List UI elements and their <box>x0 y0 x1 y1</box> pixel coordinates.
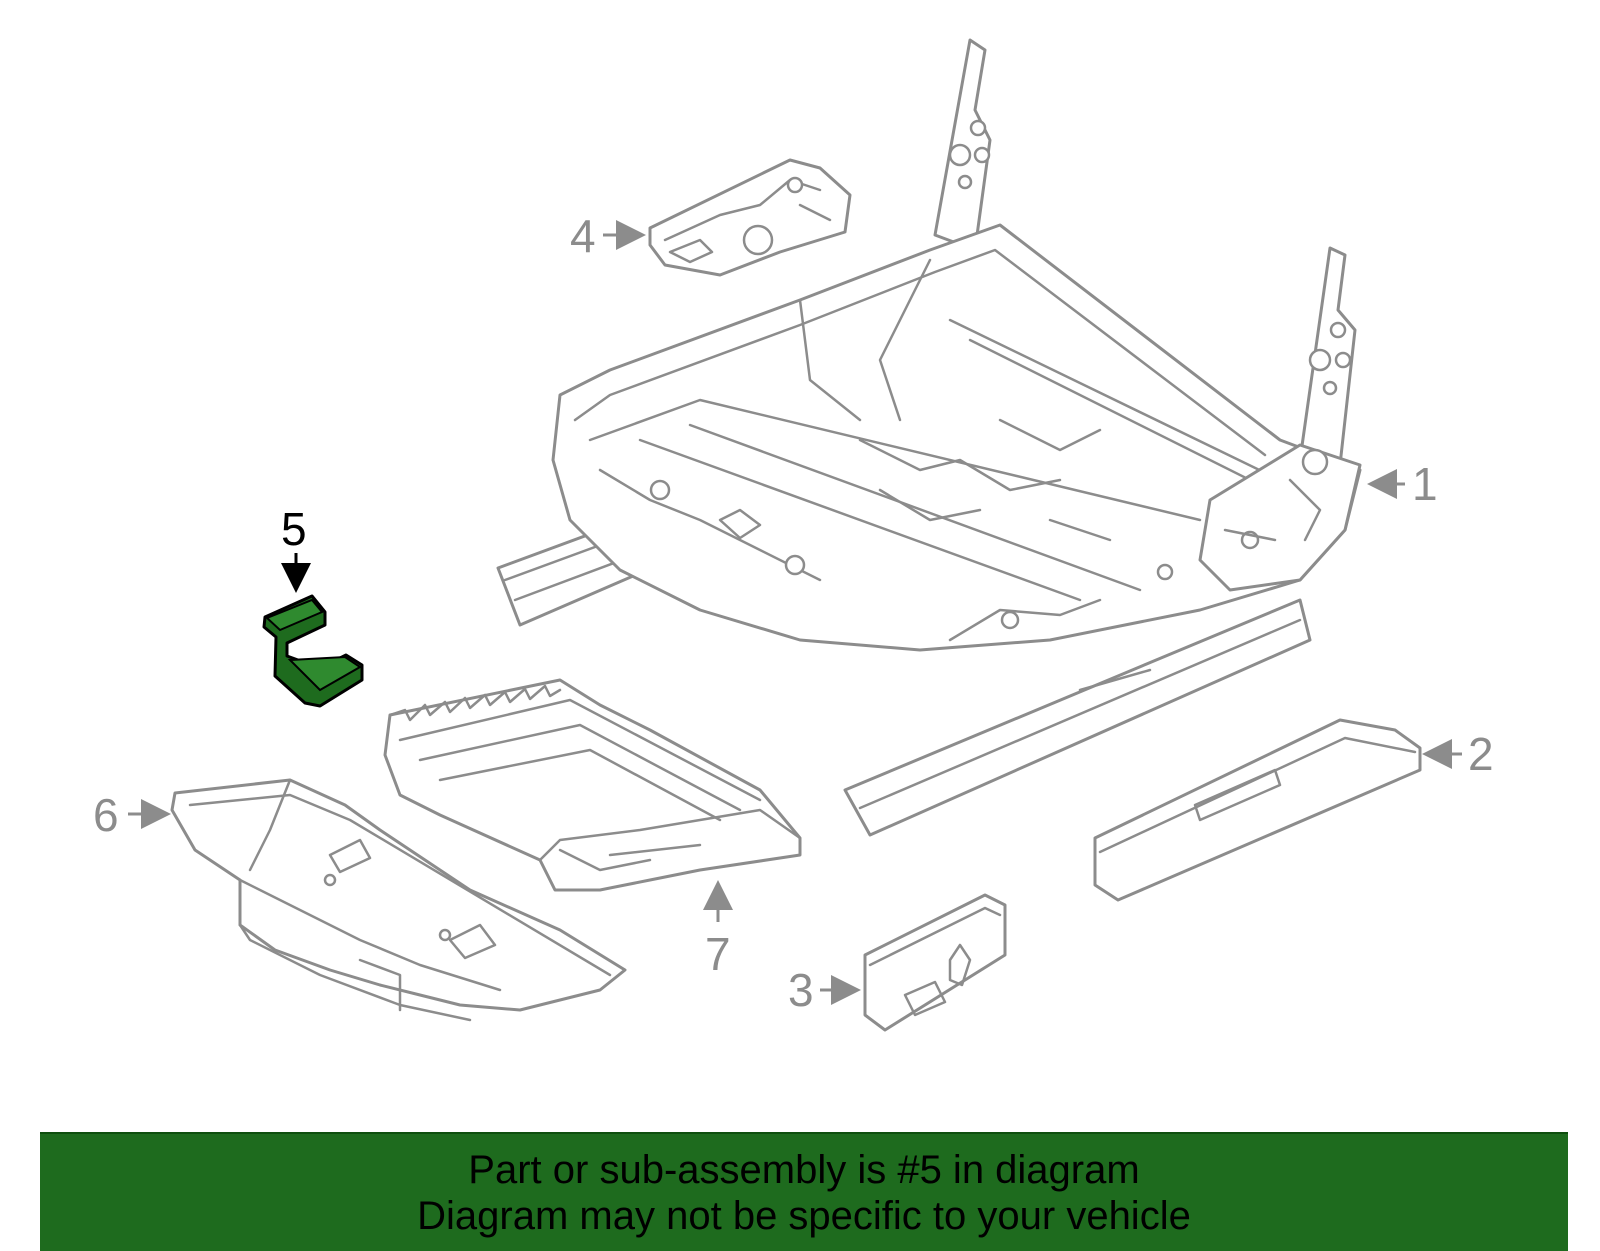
part-1-seat-frame[interactable] <box>496 38 1362 837</box>
callout-2-label: 2 <box>1468 728 1494 780</box>
callout-2: 2 <box>1422 728 1494 780</box>
callout-1: 1 <box>1367 458 1438 510</box>
callout-4-label: 4 <box>570 210 596 262</box>
part-5-bracket-highlighted[interactable] <box>262 594 364 708</box>
callout-3: 3 <box>788 964 861 1016</box>
callout-4: 4 <box>570 210 646 262</box>
callout-6-label: 6 <box>93 789 119 841</box>
callout-7-label: 7 <box>705 928 731 980</box>
callout-5-label: 5 <box>281 503 307 555</box>
part-7-cushion-carrier[interactable] <box>383 678 802 892</box>
callout-3-label: 3 <box>788 964 814 1016</box>
part-2-rail-cover[interactable] <box>1093 718 1422 902</box>
part-6-seat-pan[interactable] <box>170 778 627 1022</box>
callout-1-label: 1 <box>1412 458 1438 510</box>
banner-line-2: Diagram may not be specific to your vehi… <box>417 1193 1191 1238</box>
part-4-side-cover[interactable] <box>648 158 852 277</box>
banner-line-1: Part or sub-assembly is #5 in diagram <box>468 1147 1140 1192</box>
info-banner: Part or sub-assembly is #5 in diagram Di… <box>40 1132 1568 1251</box>
callout-6: 6 <box>93 789 171 841</box>
callout-7: 7 <box>703 880 733 980</box>
callout-5: 5 <box>281 503 311 593</box>
part-3-seat-switch[interactable] <box>863 893 1007 1032</box>
